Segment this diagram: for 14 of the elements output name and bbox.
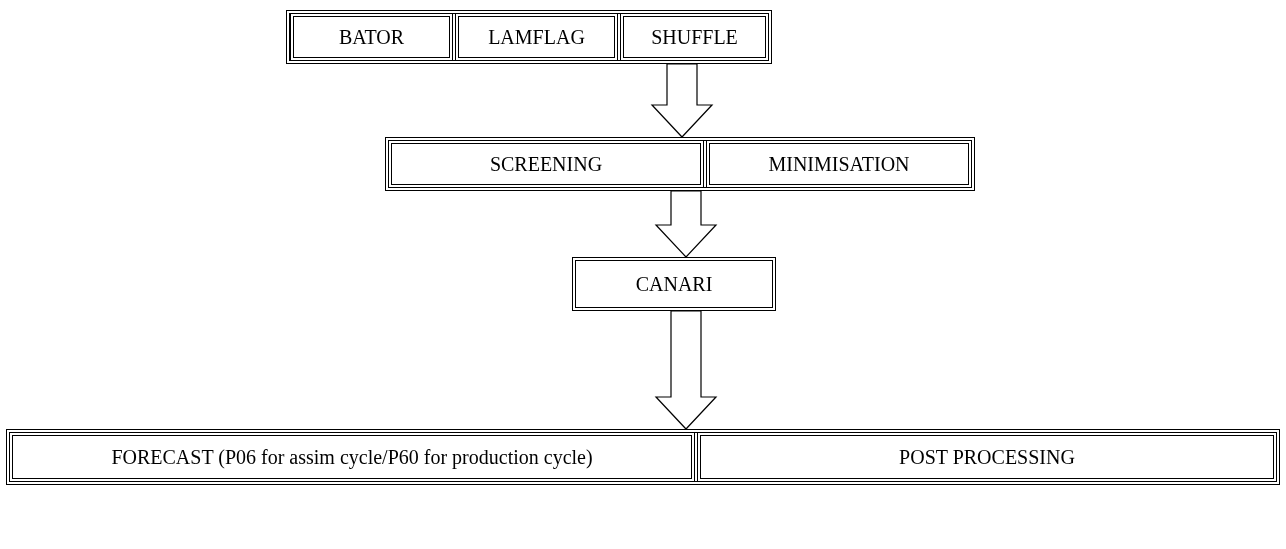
block-arrow [650,63,714,138]
process-box: FORECAST (P06 for assim cycle/P60 for production cycle) [9,432,695,482]
process-box: POST PROCESSING [697,432,1277,482]
row-frame [6,429,1280,485]
process-box: SHUFFLE [620,13,769,61]
block-arrow [654,310,718,430]
row-frame [385,137,975,191]
process-box: LAMFLAG [455,13,618,61]
process-box: SCREENING [388,140,704,188]
row-frame [286,10,772,64]
process-box: MINIMISATION [706,140,972,188]
block-arrow [654,190,718,258]
process-box: BATOR [290,13,453,61]
process-box: CANARI [572,257,776,311]
